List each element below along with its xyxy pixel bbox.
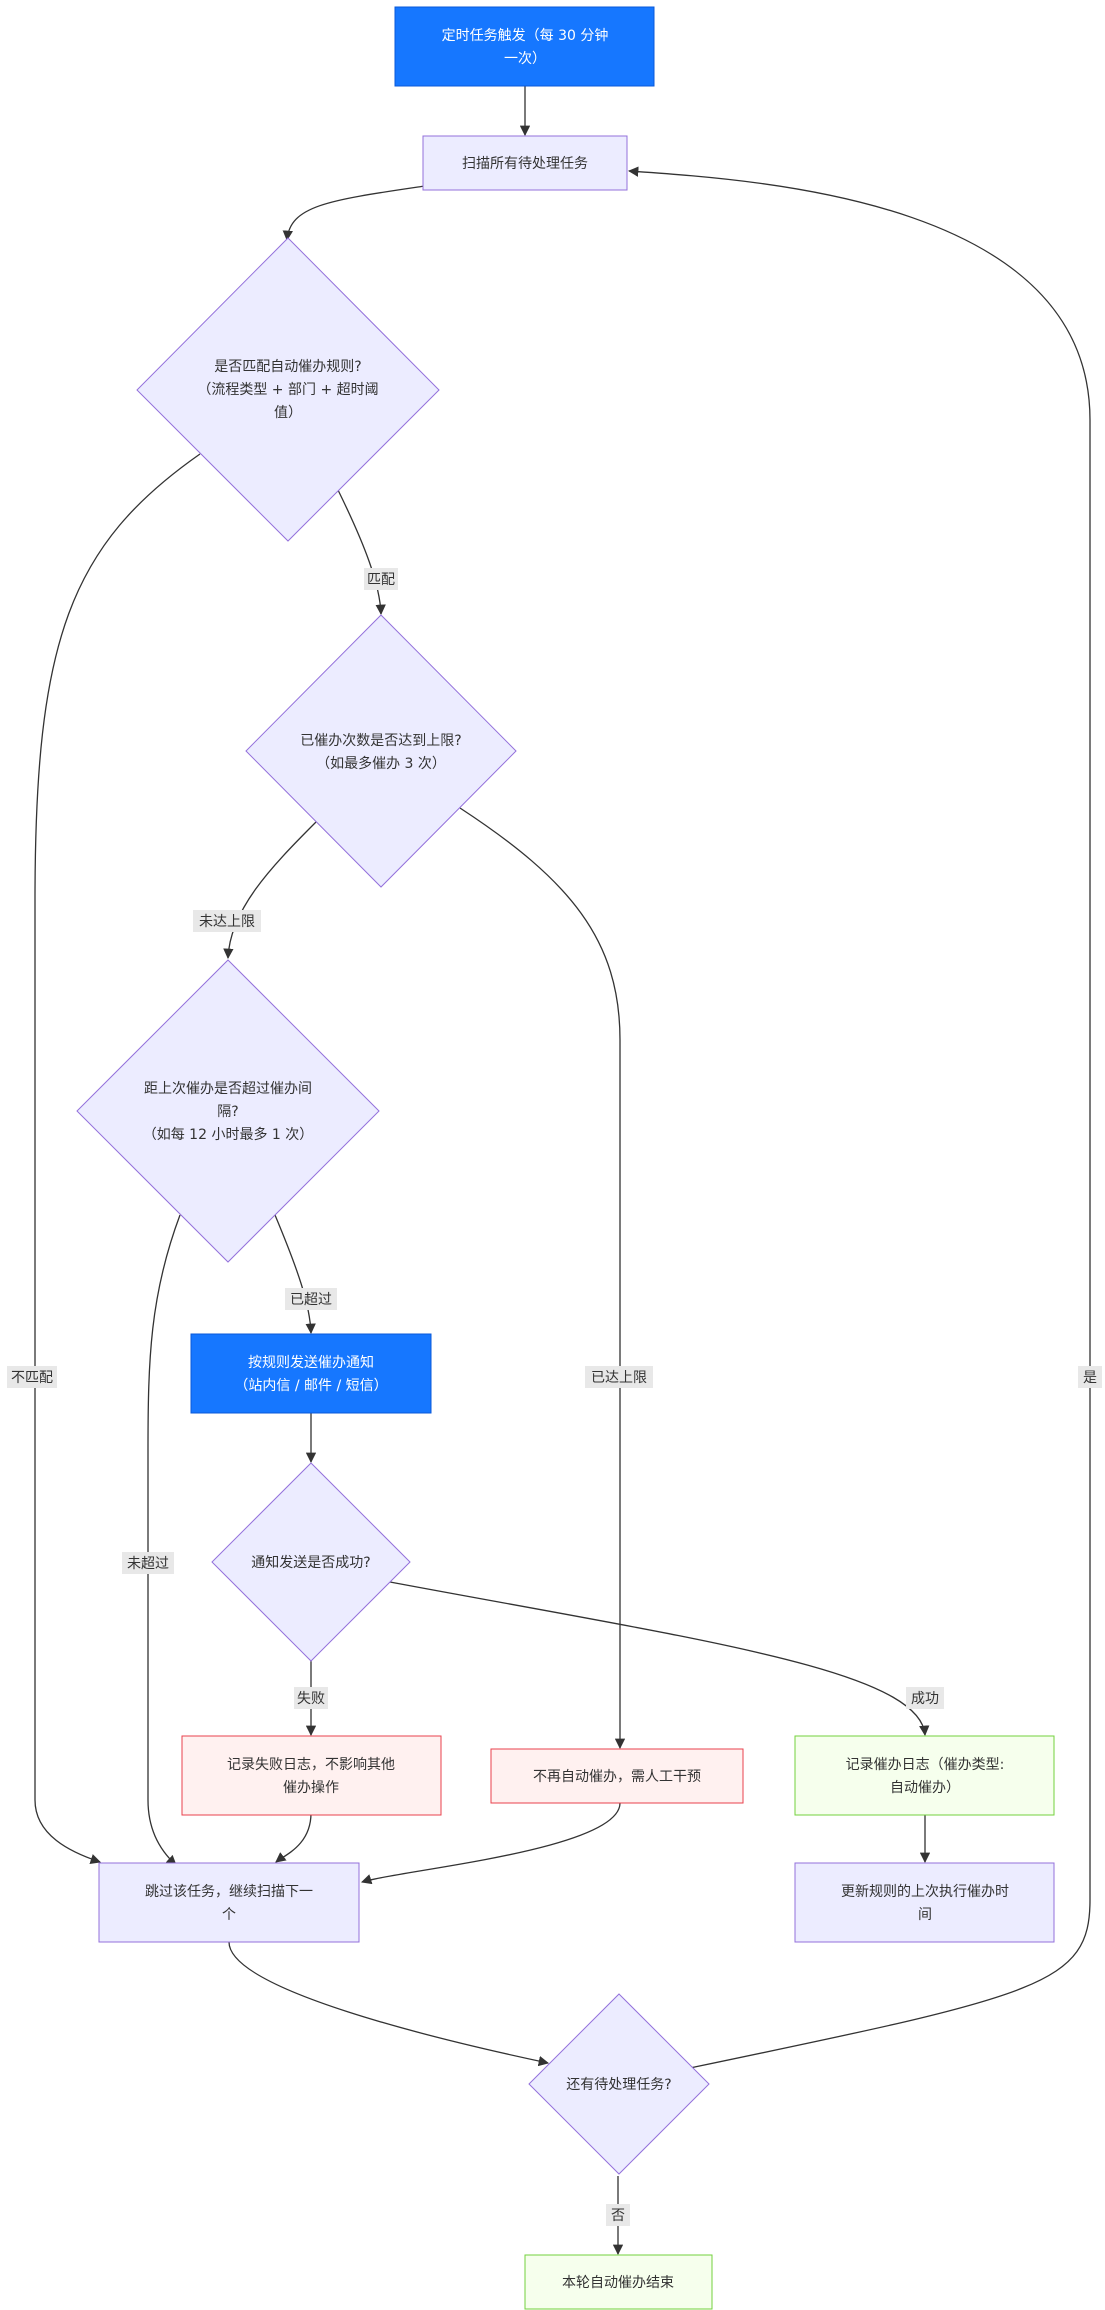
node-skip: 跳过该任务，继续扫描下一 个 (98, 1862, 360, 1943)
node-success-log: 记录催办日志（催办类型: 自动催办） (794, 1735, 1055, 1816)
svg-text:更新规则的上次执行催办时: 更新规则的上次执行催办时 (841, 1884, 1009, 1900)
edge-label-exceeded: 已超过 (285, 1288, 337, 1310)
svg-text:值）: 值） (274, 405, 302, 421)
svg-text:已达上限: 已达上限 (591, 1370, 647, 1386)
svg-text:匹配: 匹配 (367, 572, 395, 588)
node-start: 定时任务触发（每 30 分钟 一次） (394, 6, 655, 87)
svg-text:未超过: 未超过 (127, 1556, 169, 1572)
svg-text:失败: 失败 (297, 1691, 325, 1707)
edge-limit-to-interval (223, 821, 317, 960)
svg-text:记录催办日志（催办类型:: 记录催办日志（催办类型: (846, 1757, 1005, 1773)
edge-skip-to-more (228, 1941, 550, 2067)
svg-text:距上次催办是否超过催办间: 距上次催办是否超过催办间 (144, 1081, 312, 1097)
svg-text:已超过: 已超过 (290, 1292, 332, 1308)
edge-interval-to-send (274, 1214, 316, 1335)
node-fail-log: 记录失败日志，不影响其他 催办操作 (181, 1735, 442, 1816)
svg-text:一次）: 一次） (504, 51, 546, 67)
svg-text:还有待处理任务?: 还有待处理任务? (566, 2077, 671, 2093)
svg-text:已催办次数是否达到上限?: 已催办次数是否达到上限? (300, 733, 461, 749)
node-send-success: 通知发送是否成功? (211, 1462, 411, 1662)
svg-text:定时任务触发（每 30 分钟: 定时任务触发（每 30 分钟 (442, 27, 609, 44)
node-limit-check: 已催办次数是否达到上限? （如最多催办 3 次） (245, 614, 517, 888)
node-manual: 不再自动催办，需人工干预 (490, 1748, 744, 1804)
node-update-time: 更新规则的上次执行催办时 间 (794, 1862, 1055, 1943)
svg-text:自动催办）: 自动催办） (890, 1780, 960, 1796)
edge-scan-to-match (282, 185, 426, 242)
svg-text:是否匹配自动催办规则?: 是否匹配自动催办规则? (214, 359, 361, 375)
edge-label-yes: 是 (1078, 1366, 1102, 1388)
edge-label-success: 成功 (906, 1687, 944, 1709)
svg-text:是: 是 (1083, 1370, 1097, 1386)
svg-text:否: 否 (611, 2208, 625, 2224)
edge-more-to-scan (627, 166, 1091, 2069)
node-scan: 扫描所有待处理任务 (422, 135, 628, 191)
edge-label-match: 匹配 (364, 568, 398, 590)
edge-interval-to-skip (147, 1214, 181, 1866)
svg-text:间: 间 (918, 1907, 932, 1923)
svg-text:通知发送是否成功?: 通知发送是否成功? (251, 1554, 370, 1571)
edge-match-to-limit (337, 489, 386, 616)
svg-text:（流程类型 + 部门 + 超时阈: （流程类型 + 部门 + 超时阈 (197, 382, 378, 398)
edge-label-fail: 失败 (294, 1687, 328, 1709)
svg-text:催办操作: 催办操作 (283, 1780, 339, 1796)
svg-text:个: 个 (222, 1907, 236, 1923)
edge-label-not-reached: 未达上限 (193, 910, 261, 932)
edge-limit-to-manual (459, 807, 626, 1750)
node-end: 本轮自动催办结束 (524, 2254, 713, 2310)
edge-manual-to-skip (361, 1802, 621, 1885)
node-interval-check: 距上次催办是否超过催办间 隔? （如每 12 小时最多 1 次） (76, 959, 380, 1263)
svg-text:按规则发送催办通知: 按规则发送催办通知 (248, 1354, 374, 1371)
edge-label-no: 否 (606, 2204, 630, 2226)
node-match-rule: 是否匹配自动催办规则? （流程类型 + 部门 + 超时阈 值） (136, 237, 440, 542)
edge-label-no-match: 不匹配 (7, 1366, 57, 1388)
svg-text:未达上限: 未达上限 (199, 914, 255, 930)
svg-text:（如每 12 小时最多 1 次）: （如每 12 小时最多 1 次） (143, 1126, 314, 1143)
svg-text:成功: 成功 (911, 1691, 939, 1707)
svg-text:（站内信 / 邮件 / 短信）: （站内信 / 邮件 / 短信） (234, 1378, 387, 1394)
edge-label-not-exceeded: 未超过 (122, 1552, 174, 1574)
svg-text:隔?: 隔? (217, 1104, 238, 1120)
svg-text:扫描所有待处理任务: 扫描所有待处理任务 (462, 156, 588, 172)
edge-match-to-skip (34, 453, 201, 1864)
edge-label-reached: 已达上限 (585, 1366, 653, 1388)
edge-check-to-success (389, 1581, 930, 1737)
svg-text:记录失败日志，不影响其他: 记录失败日志，不影响其他 (227, 1757, 395, 1773)
node-send-notice: 按规则发送催办通知 （站内信 / 邮件 / 短信） (190, 1333, 432, 1414)
svg-text:本轮自动催办结束: 本轮自动催办结束 (562, 2275, 674, 2291)
svg-text:跳过该任务，继续扫描下一: 跳过该任务，继续扫描下一 (145, 1883, 313, 1900)
svg-text:（如最多催办 3 次）: （如最多催办 3 次） (316, 755, 446, 772)
svg-text:不再自动催办，需人工干预: 不再自动催办，需人工干预 (533, 1769, 701, 1785)
edge-fail-to-skip (275, 1812, 312, 1863)
svg-text:不匹配: 不匹配 (11, 1370, 53, 1386)
node-more-tasks: 还有待处理任务? (528, 1993, 710, 2175)
